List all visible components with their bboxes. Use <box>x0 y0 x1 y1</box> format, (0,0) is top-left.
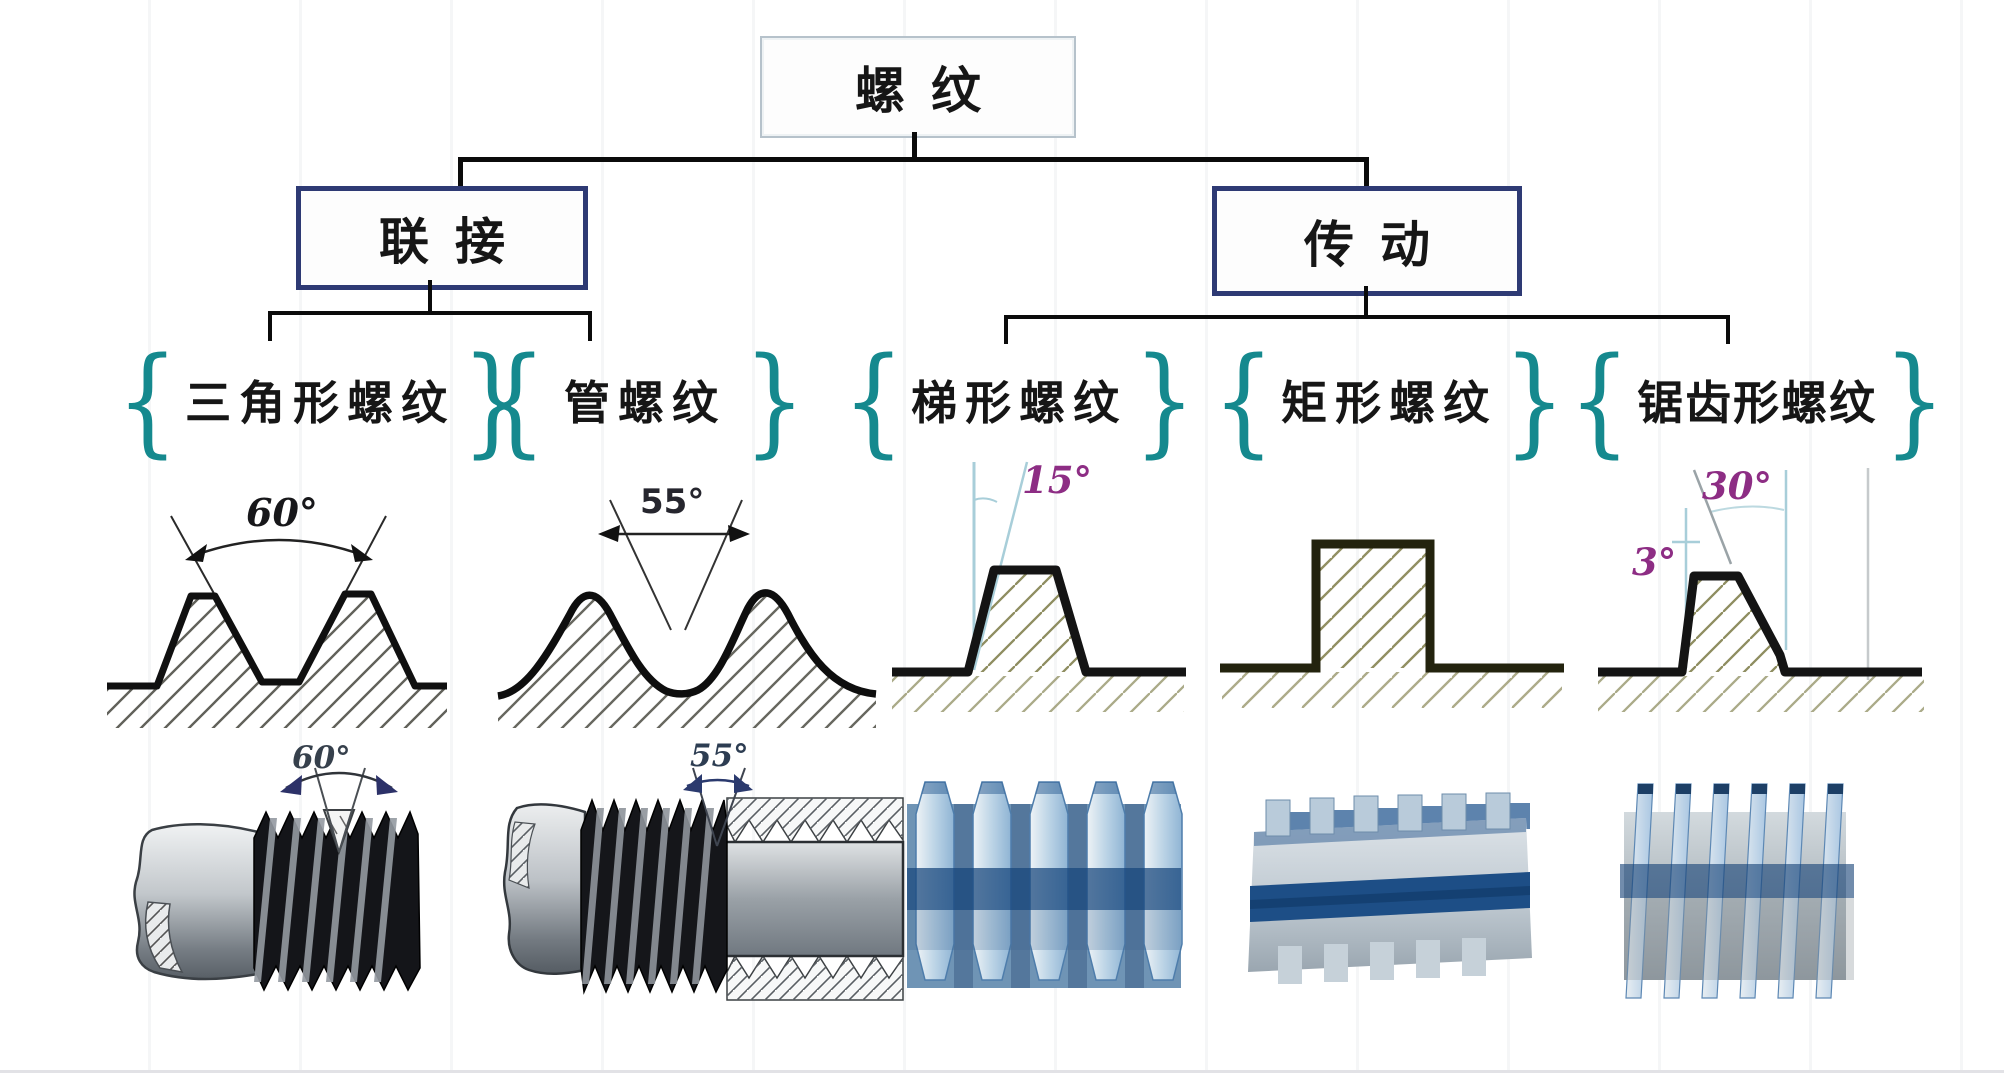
branch-node-connection-label: 联接 <box>379 213 531 271</box>
triangular-photo-angle-label: 60° <box>292 740 351 776</box>
type-label-pipe-text: 管螺纹 <box>564 376 726 430</box>
trapezoidal-thread-photo <box>907 781 1183 988</box>
brace-close: } <box>743 331 806 469</box>
root-node-label: 螺纹 <box>855 62 1007 120</box>
branch-node-transmission: 传动 <box>1212 186 1522 296</box>
brace-open: { <box>842 331 905 469</box>
connector-level1-right-drop <box>1364 157 1369 188</box>
pipe-thread-photo <box>502 767 905 1001</box>
connector-connection-bar <box>268 311 592 315</box>
buttress-thread-profile <box>1598 468 1924 712</box>
type-label-rectangular-text: 矩形螺纹 <box>1281 376 1498 430</box>
connector-connection-drop-right <box>588 311 592 341</box>
trapezoidal-profile-angle-label: 15° <box>1022 458 1092 502</box>
type-label-triangular: { 三角形螺纹 } <box>110 331 524 469</box>
rectangular-thread-profile <box>1220 539 1564 708</box>
buttress-thread-photo <box>1620 783 1854 999</box>
brace-open: { <box>116 331 179 469</box>
type-label-trapezoidal-text: 梯形螺纹 <box>911 376 1128 430</box>
buttress-profile-lead-angle-label: 3° <box>1632 540 1677 584</box>
connector-connection-stem <box>428 280 432 312</box>
connector-connection-drop-left <box>268 311 272 341</box>
connector-transmission-drop-right <box>1726 315 1730 344</box>
trapezoidal-thread-profile <box>892 461 1186 712</box>
branch-node-transmission-label: 传动 <box>1304 216 1456 274</box>
type-label-triangular-text: 三角形螺纹 <box>185 376 456 430</box>
type-label-buttress: { 锯齿形螺纹 } <box>1562 331 1946 469</box>
branch-node-connection: 联接 <box>296 186 588 290</box>
type-label-pipe: { 管螺纹 } <box>478 331 812 469</box>
pipe-thread-profile <box>497 499 877 728</box>
triangular-profile-angle-label: 60° <box>246 490 318 535</box>
buttress-profile-flank-angle-label: 30° <box>1702 464 1772 508</box>
brace-close: } <box>1503 331 1566 469</box>
brace-close: } <box>1133 331 1196 469</box>
connector-transmission-stem <box>1364 286 1368 317</box>
root-node-thread: 螺纹 <box>760 36 1076 138</box>
brace-close: } <box>461 331 524 469</box>
brace-open: { <box>1212 331 1275 469</box>
connector-level1-left-drop <box>458 157 463 188</box>
brace-open: { <box>484 331 547 469</box>
connector-root-stem <box>912 132 917 160</box>
rectangular-thread-photo <box>1248 792 1532 984</box>
triangular-thread-profile <box>107 515 447 728</box>
connector-transmission-bar <box>1004 315 1730 319</box>
connector-transmission-drop-left <box>1004 315 1008 344</box>
triangular-thread-photo <box>133 767 421 992</box>
brace-close: } <box>1883 331 1946 469</box>
type-label-rectangular: { 矩形螺纹 } <box>1206 331 1566 469</box>
brace-open: { <box>1568 331 1631 469</box>
type-label-buttress-text: 锯齿形螺纹 <box>1637 376 1878 430</box>
pipe-profile-angle-label: 55° <box>640 482 705 522</box>
pipe-photo-angle-label: 55° <box>690 738 749 774</box>
type-label-trapezoidal: { 梯形螺纹 } <box>836 331 1196 469</box>
connector-level1-bar <box>458 157 1369 162</box>
